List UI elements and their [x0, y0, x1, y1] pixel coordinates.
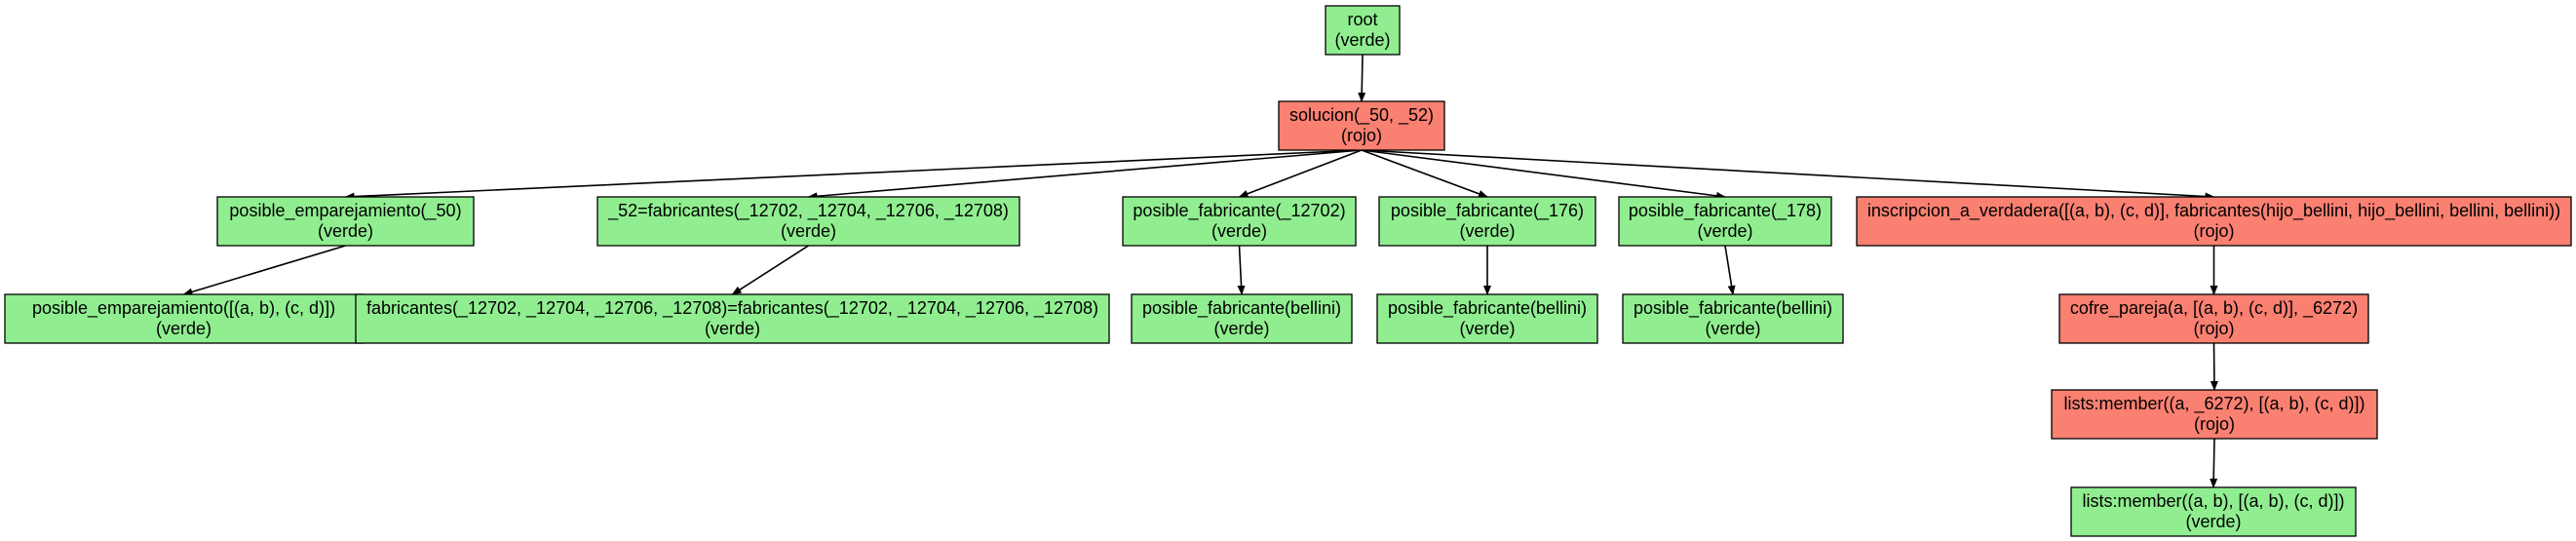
node-box-pe_list — [4, 293, 364, 344]
node-box-insc — [1856, 196, 2572, 247]
node-box-pf178 — [1618, 196, 1832, 247]
node-eq52: _52=fabricantes(_12702, _12704, _12706, … — [596, 196, 1020, 247]
node-status-pf178: (verde) — [1697, 221, 1752, 241]
node-pfb3: posible_fabricante(bellini)(verde) — [1622, 293, 1844, 344]
node-box-pfb2 — [1376, 293, 1598, 344]
node-label-member1: lists:member((a, _6272), [(a, b), (c, d)… — [2063, 394, 2365, 414]
edge-solucion-to-pf12702 — [1238, 149, 1363, 198]
node-label-pf12702: posible_fabricante(_12702) — [1133, 201, 1345, 221]
edge-pf178-to-pfb3 — [1724, 245, 1736, 295]
node-box-member2 — [2070, 486, 2357, 537]
node-eqfab: fabricantes(_12702, _12704, _12706, _127… — [355, 293, 1110, 344]
node-status-eq52: (verde) — [781, 221, 836, 241]
node-status-solucion: (rojo) — [1341, 126, 1382, 145]
node-solucion: solucion(_50, _52)(rojo) — [1278, 100, 1445, 151]
node-status-insc: (rojo) — [2193, 221, 2234, 241]
node-box-root — [1325, 5, 1401, 56]
node-pe_list: posible_emparejamiento([(a, b), (c, d)])… — [4, 293, 364, 344]
edge-solucion-to-eq52 — [807, 149, 1363, 201]
node-status-eqfab: (verde) — [705, 319, 760, 338]
node-status-cofre: (rojo) — [2193, 319, 2234, 338]
node-root: root(verde) — [1325, 5, 1401, 56]
node-pe50: posible_emparejamiento(_50)(verde) — [216, 196, 475, 247]
node-status-member1: (rojo) — [2194, 414, 2235, 434]
edge-solucion-to-pe50 — [344, 149, 1363, 201]
edge-pe50-to-pe_list — [182, 245, 346, 296]
node-status-root: (verde) — [1334, 30, 1390, 50]
edge-solucion-to-pf176 — [1361, 149, 1488, 198]
node-box-pfb1 — [1131, 293, 1353, 344]
node-box-member1 — [2051, 389, 2378, 440]
node-box-cofre — [2058, 293, 2369, 344]
node-box-eqfab — [355, 293, 1110, 344]
node-status-pfb1: (verde) — [1213, 319, 1269, 338]
node-label-pe50: posible_emparejamiento(_50) — [229, 201, 461, 221]
node-label-pfb2: posible_fabricante(bellini) — [1388, 298, 1587, 319]
edge-solucion-to-pf178 — [1361, 149, 1726, 200]
node-status-pe_list: (verde) — [156, 319, 211, 338]
node-label-root: root — [1347, 10, 1377, 29]
node-status-pfb3: (verde) — [1705, 319, 1760, 338]
node-label-pe_list: posible_emparejamiento([(a, b), (c, d)]) — [32, 298, 335, 319]
node-box-pf176 — [1378, 196, 1596, 247]
node-label-cofre: cofre_pareja(a, [(a, b), (c, d)], _6272) — [2070, 298, 2358, 319]
node-pf178: posible_fabricante(_178)(verde) — [1618, 196, 1832, 247]
nodes-layer: root(verde)solucion(_50, _52)(rojo)posib… — [4, 5, 2572, 537]
edge-cofre-to-member1 — [2210, 342, 2218, 391]
node-status-pf176: (verde) — [1459, 221, 1515, 241]
node-cofre: cofre_pareja(a, [(a, b), (c, d)], _6272)… — [2058, 293, 2369, 344]
edge-root-to-solucion — [1358, 54, 1366, 102]
node-box-solucion — [1278, 100, 1445, 151]
node-box-pf12702 — [1122, 196, 1357, 247]
node-box-pfb3 — [1622, 293, 1844, 344]
node-box-eq52 — [596, 196, 1020, 247]
node-member1: lists:member((a, _6272), [(a, b), (c, d)… — [2051, 389, 2378, 440]
node-insc: inscripcion_a_verdadera([(a, b), (c, d)]… — [1856, 196, 2572, 247]
edge-pf12702-to-pfb1 — [1237, 245, 1246, 295]
node-label-pfb3: posible_fabricante(bellini) — [1634, 298, 1832, 319]
node-label-solucion: solucion(_50, _52) — [1289, 105, 1434, 126]
node-status-member2: (verde) — [2185, 512, 2241, 531]
node-status-pe50: (verde) — [318, 221, 373, 241]
edge-eq52-to-eqfab — [731, 245, 809, 295]
node-label-pf176: posible_fabricante(_176) — [1391, 201, 1584, 221]
node-pf176: posible_fabricante(_176)(verde) — [1378, 196, 1596, 247]
node-label-pf178: posible_fabricante(_178) — [1629, 201, 1822, 221]
node-box-pe50 — [216, 196, 475, 247]
edge-member1-to-member2 — [2210, 438, 2218, 488]
node-pf12702: posible_fabricante(_12702)(verde) — [1122, 196, 1357, 247]
node-label-member2: lists:member((a, b), [(a, b), (c, d)]) — [2082, 491, 2344, 511]
node-status-pfb2: (verde) — [1459, 319, 1515, 338]
node-label-eq52: _52=fabricantes(_12702, _12704, _12706, … — [607, 201, 1009, 221]
edges-layer — [182, 54, 2218, 488]
node-label-insc: inscripcion_a_verdadera([(a, b), (c, d)]… — [1867, 201, 2560, 221]
node-member2: lists:member((a, b), [(a, b), (c, d)])(v… — [2070, 486, 2357, 537]
node-pfb2: posible_fabricante(bellini)(verde) — [1376, 293, 1598, 344]
node-pfb1: posible_fabricante(bellini)(verde) — [1131, 293, 1353, 344]
edge-solucion-to-insc — [1361, 149, 2215, 201]
node-label-eqfab: fabricantes(_12702, _12704, _12706, _127… — [366, 298, 1098, 319]
node-label-pfb1: posible_fabricante(bellini) — [1142, 298, 1341, 319]
node-status-pf12702: (verde) — [1211, 221, 1267, 241]
